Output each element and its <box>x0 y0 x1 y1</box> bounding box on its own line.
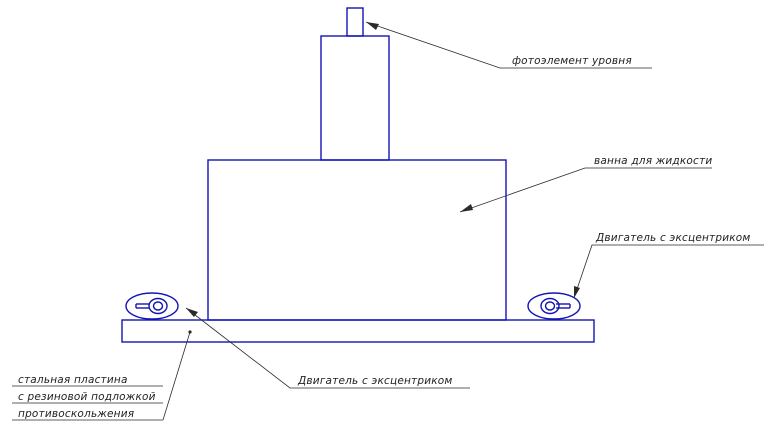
liquid-bath <box>207 159 507 321</box>
label-photo-element: фотоэлемент уровня <box>512 55 632 67</box>
label-motor-left: Двигатель с эксцентриком <box>297 375 453 387</box>
label-motor-right: Двигатель с эксцентриком <box>595 232 751 244</box>
leader-photo-element <box>365 21 652 69</box>
sensor-column <box>320 35 390 161</box>
leader-motor-right <box>573 244 764 299</box>
label-plate-line2: с резиновой подложкой <box>18 391 156 403</box>
leader-steel-plate <box>12 330 192 421</box>
leader-motor-left <box>185 307 470 389</box>
motor-left <box>125 292 179 320</box>
photo-element-sensor <box>346 7 364 37</box>
motor-right <box>527 292 581 320</box>
label-liquid-bath: ванна для жидкости <box>594 155 712 167</box>
steel-plate <box>121 319 595 343</box>
label-plate-line3: противоскольжения <box>18 408 134 420</box>
leader-liquid-bath <box>459 167 712 213</box>
label-plate-line1: стальная пластина <box>18 374 128 386</box>
